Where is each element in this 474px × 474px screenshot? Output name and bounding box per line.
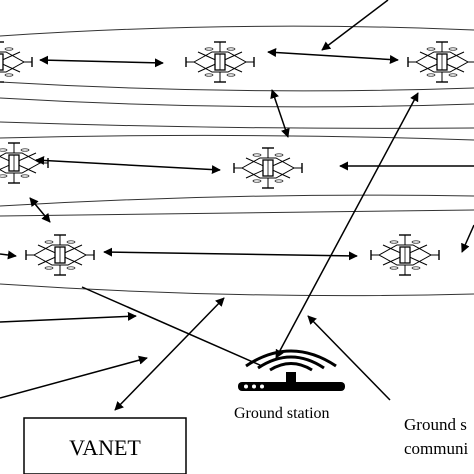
drone-icon	[25, 234, 95, 276]
lane-2	[0, 97, 474, 108]
link-line	[81, 286, 263, 367]
ground-comm-label-line2: communi	[404, 439, 468, 458]
drones	[0, 41, 474, 276]
link-arrow	[39, 55, 164, 68]
lane-2-bottom	[0, 121, 474, 129]
drone-icon	[233, 147, 303, 189]
drone-icon	[0, 142, 49, 184]
link-arrow	[275, 92, 419, 359]
link-arrow	[0, 250, 17, 260]
vanet-box: VANET	[23, 417, 187, 474]
ground-station-router-icon	[238, 349, 345, 391]
lane-4-bottom	[0, 283, 474, 297]
lane-1	[0, 25, 474, 37]
link-arrow	[103, 247, 358, 261]
drone-icon	[370, 234, 440, 276]
link-arrow	[0, 355, 148, 399]
drone-icon	[185, 41, 255, 83]
link-arrow	[307, 315, 391, 401]
drone-icon	[407, 41, 474, 83]
lane-3	[0, 134, 474, 141]
flight-lanes	[0, 25, 474, 297]
ground-comm-label-line1: Ground s	[404, 415, 467, 434]
link-arrow	[29, 197, 51, 223]
link-arrow	[270, 89, 290, 138]
link-arrow	[321, 0, 389, 51]
link-arrow	[461, 224, 474, 253]
lane-3-bottom	[0, 194, 474, 207]
ground-station-label: Ground station	[234, 405, 330, 422]
link-arrow	[114, 297, 225, 411]
link-arrow	[267, 48, 399, 64]
lane-1-bottom	[0, 81, 474, 92]
vanet-label: VANET	[69, 435, 141, 460]
link-arrow	[0, 311, 137, 323]
drone-icon	[0, 41, 33, 83]
lane-4	[0, 209, 474, 217]
link-arrow	[35, 155, 221, 175]
communication-links	[0, 0, 474, 411]
